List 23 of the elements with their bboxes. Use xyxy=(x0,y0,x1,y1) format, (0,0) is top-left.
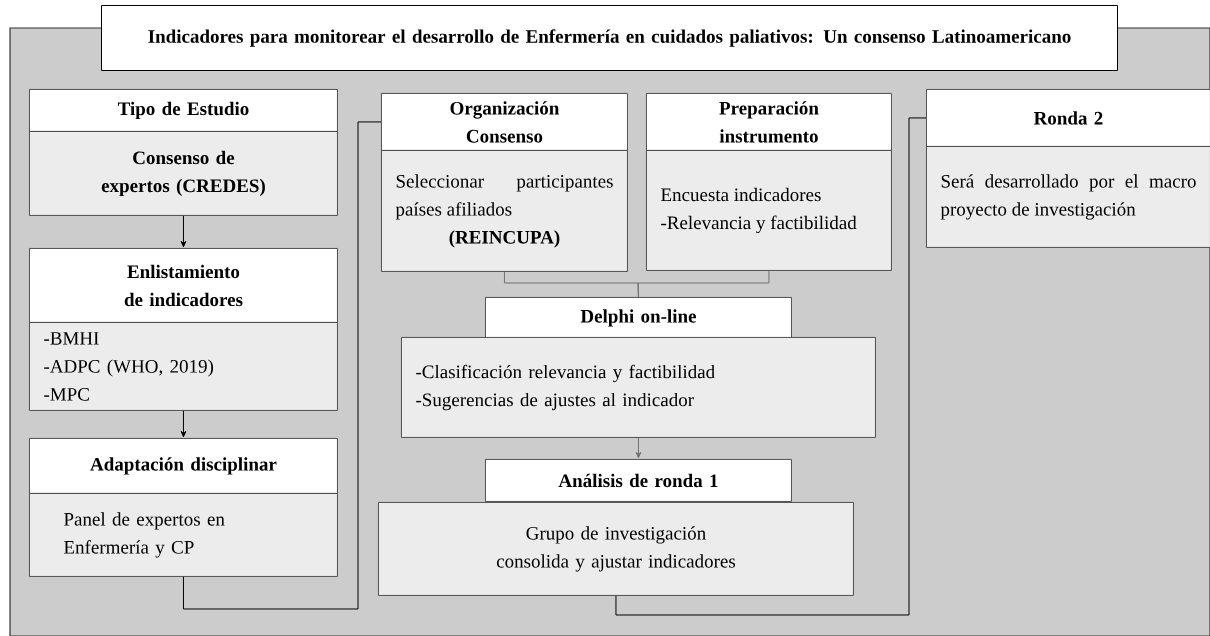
connector xyxy=(637,270,770,298)
header-box: Adaptación disciplinar xyxy=(29,438,338,494)
connector xyxy=(182,121,382,610)
text-box: Encuesta indicadores -Relevancia y factibilidad xyxy=(646,150,892,271)
header-box: Análisis de ronda 1 xyxy=(485,459,792,502)
title-box: Indicadores para monitorear el desarrollo de Enfermería en cuidados paliativos: Un consenso Latinoamericano xyxy=(101,5,1118,71)
text-box: -BMHI -ADPC (WHO, 2019) -MPC xyxy=(29,322,338,411)
text-box: Panel de expertos en Enfermería y CP xyxy=(29,493,338,577)
header-box: Delphi on-line xyxy=(485,297,792,339)
connector xyxy=(180,215,187,248)
connector xyxy=(615,117,927,616)
text-box: -Clasificación relevancia y factibilidad -Sugerencias de ajustes al indicador xyxy=(401,337,876,438)
connector xyxy=(635,437,642,459)
header-box: Ronda 2 xyxy=(926,89,1210,147)
header-box: Enlistamiento de indicadores xyxy=(29,248,338,323)
header-box: Tipo de Estudio xyxy=(29,89,338,132)
connector xyxy=(180,410,187,438)
header-box: Preparación instrumento xyxy=(646,93,892,151)
text-box: Consenso de expertos (CREDES) xyxy=(29,131,338,216)
header-box: Organización Consenso xyxy=(381,93,628,151)
text-box: Será desarrollado por el macro proyecto de investigación xyxy=(926,146,1210,248)
text-box: Grupo de investigación consolida y ajustar indicadores xyxy=(378,502,854,596)
text-box: Seleccionar participantes países afiliados (REINCUPA) xyxy=(381,150,628,272)
